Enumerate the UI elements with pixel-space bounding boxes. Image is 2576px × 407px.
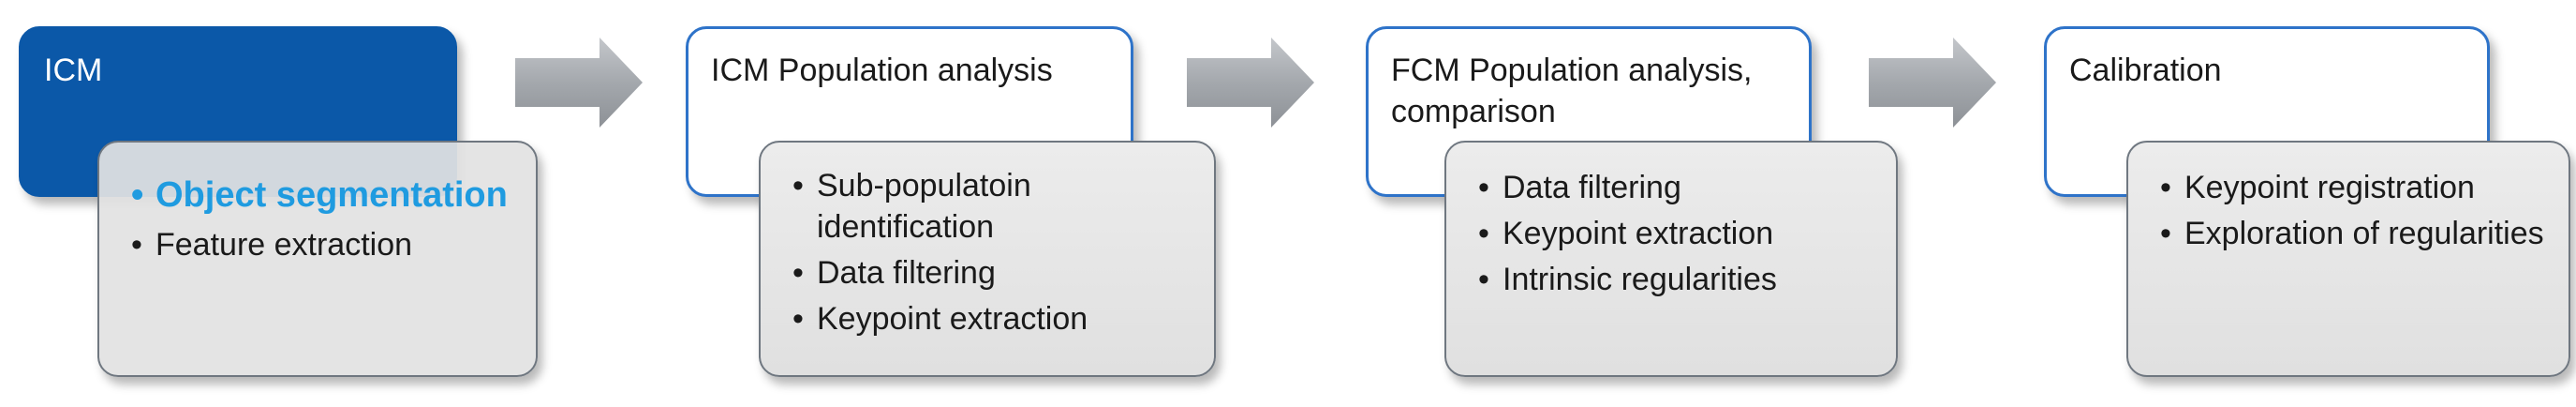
stage-3-item-3: • Intrinsic regularities	[1478, 259, 1877, 300]
stage-1-detail-box: • Object segmentation • Feature extracti…	[97, 141, 538, 377]
bullet-glyph: •	[131, 227, 142, 263]
bullet-glyph: •	[792, 168, 804, 204]
stage-4-item-2: • Exploration of regularities	[2160, 213, 2550, 254]
bullet-glyph: •	[1478, 170, 1489, 205]
flow-arrow-2	[1187, 38, 1314, 128]
stage-1-item-1: • Object segmentation	[131, 171, 517, 219]
bullet-glyph: •	[2160, 216, 2171, 251]
stage-3-item-1: • Data filtering	[1478, 167, 1877, 208]
bullet-glyph: •	[1478, 262, 1489, 297]
stage-4-title: Calibration	[2069, 53, 2222, 88]
stage-4-item-1: • Keypoint registration	[2160, 167, 2550, 208]
bullet-glyph: •	[131, 175, 144, 215]
stage-2-item-3: • Keypoint extraction	[792, 298, 1195, 339]
flow-arrow-3	[1869, 38, 1996, 128]
stage-1-item-2: • Feature extraction	[131, 224, 517, 265]
stage-1-title: ICM	[44, 53, 103, 88]
stage-3-item-2: • Keypoint extraction	[1478, 213, 1877, 254]
stage-4-detail-box: • Keypoint registration • Exploration of…	[2126, 141, 2570, 377]
stage-2-item-1: • Sub-populatoin identification	[792, 165, 1195, 248]
stage-2-title: ICM Population analysis	[711, 53, 1053, 88]
bullet-glyph: •	[792, 301, 804, 337]
flow-arrow-1	[515, 38, 643, 128]
stage-2-item-2: • Data filtering	[792, 252, 1195, 294]
stage-3-title: FCM Population analysis, comparison	[1391, 53, 1753, 129]
stage-2-detail-box: • Sub-populatoin identification • Data f…	[759, 141, 1216, 377]
bullet-glyph: •	[792, 255, 804, 291]
bullet-glyph: •	[2160, 170, 2171, 205]
bullet-glyph: •	[1478, 216, 1489, 251]
stage-3-detail-box: • Data filtering • Keypoint extraction •…	[1444, 141, 1898, 377]
